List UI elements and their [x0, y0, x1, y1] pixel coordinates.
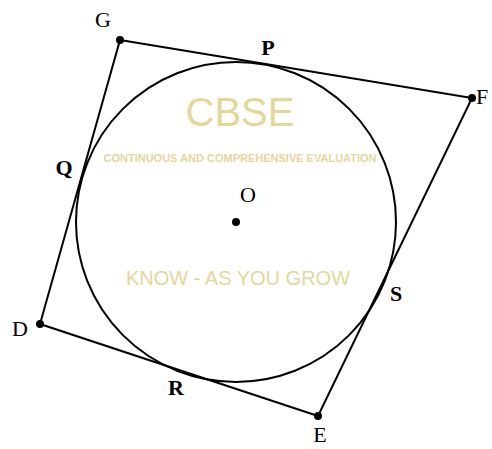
point-label: D	[12, 318, 28, 340]
vertex-dot	[116, 36, 124, 44]
point-label: E	[313, 424, 326, 446]
point-label: G	[95, 9, 111, 31]
point-label: O	[240, 184, 256, 206]
vertex-dot	[36, 320, 44, 328]
vertex-dots	[36, 36, 476, 420]
vertex-dot	[314, 412, 322, 420]
incircle	[76, 62, 396, 382]
point-label: S	[390, 283, 402, 305]
vertex-dot	[468, 94, 476, 102]
point-label: R	[168, 377, 184, 399]
watermark-text: CBSE	[186, 92, 295, 132]
point-label: F	[476, 86, 488, 108]
point-label: Q	[55, 157, 72, 179]
quadrilateral	[40, 40, 472, 416]
center-dot	[232, 218, 240, 226]
watermark-text: CONTINUOUS AND COMPREHENSIVE EVALUATION	[104, 153, 377, 164]
watermark-text: KNOW - AS YOU GROW	[126, 268, 350, 288]
point-label: P	[261, 37, 274, 59]
